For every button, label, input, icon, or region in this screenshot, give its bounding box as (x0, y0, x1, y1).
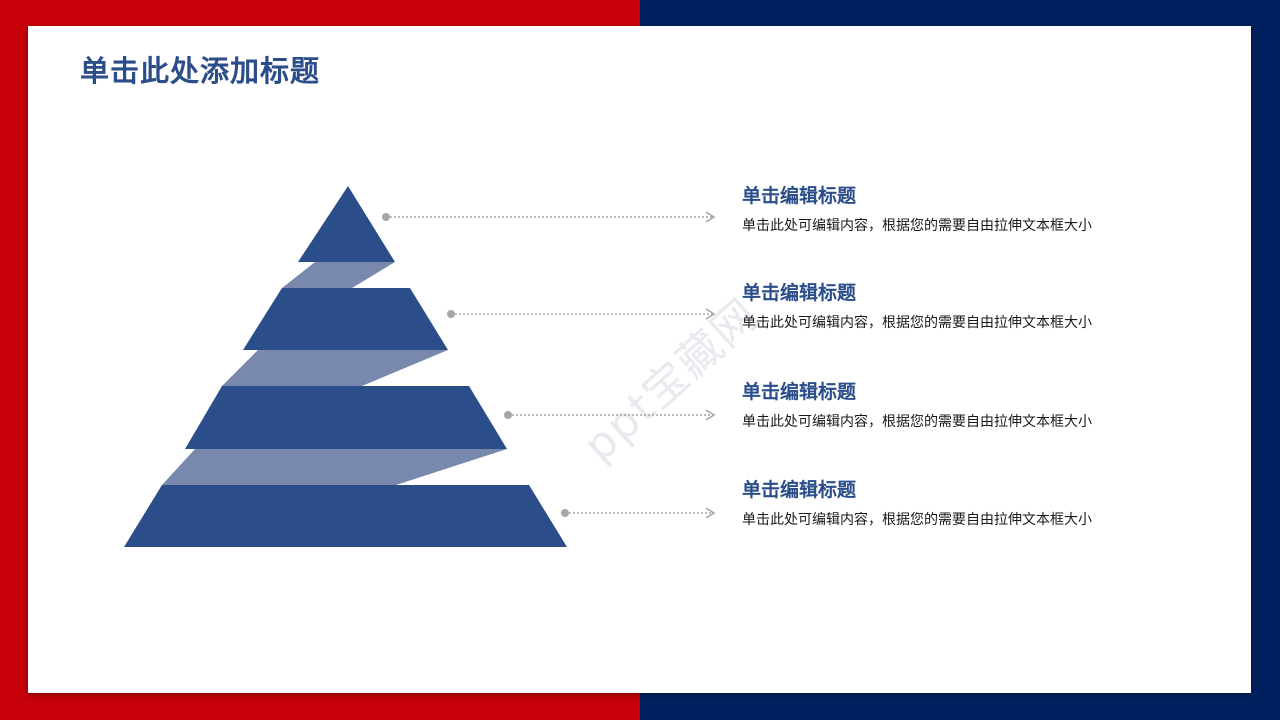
pyramid-tier-3[interactable] (185, 386, 507, 449)
pyramid-tier-1[interactable] (298, 186, 395, 262)
pyramid-tier-4[interactable] (124, 485, 567, 547)
item-description[interactable]: 单击此处可编辑内容，根据您的需要自由拉伸文本框大小 (742, 512, 1092, 528)
pyramid-item-3: 单击编辑标题 单击此处可编辑内容，根据您的需要自由拉伸文本框大小 (742, 379, 1172, 433)
pyramid-tier-2[interactable] (243, 288, 448, 350)
pyramid-item-2: 单击编辑标题 单击此处可编辑内容，根据您的需要自由拉伸文本框大小 (742, 280, 1172, 334)
slide-card (28, 26, 1251, 693)
item-title[interactable]: 单击编辑标题 (742, 381, 857, 403)
item-title[interactable]: 单击编辑标题 (742, 479, 857, 501)
item-description[interactable]: 单击此处可编辑内容，根据您的需要自由拉伸文本框大小 (742, 315, 1092, 331)
connector-3 (504, 409, 716, 421)
connector-2 (447, 308, 716, 320)
connector-1 (382, 211, 716, 223)
connector-4 (561, 507, 716, 519)
pyramid-item-4: 单击编辑标题 单击此处可编辑内容，根据您的需要自由拉伸文本框大小 (742, 477, 1172, 531)
item-description[interactable]: 单击此处可编辑内容，根据您的需要自由拉伸文本框大小 (742, 218, 1092, 234)
item-title[interactable]: 单击编辑标题 (742, 282, 857, 304)
slide-title[interactable]: 单击此处添加标题 (80, 54, 321, 88)
pyramid-item-1: 单击编辑标题 单击此处可编辑内容，根据您的需要自由拉伸文本框大小 (742, 183, 1172, 237)
item-description[interactable]: 单击此处可编辑内容，根据您的需要自由拉伸文本框大小 (742, 414, 1092, 430)
item-title[interactable]: 单击编辑标题 (742, 185, 857, 207)
pyramid-band-1 (282, 262, 395, 288)
pyramid-band-3 (162, 449, 507, 485)
pyramid-band-2 (222, 350, 448, 386)
